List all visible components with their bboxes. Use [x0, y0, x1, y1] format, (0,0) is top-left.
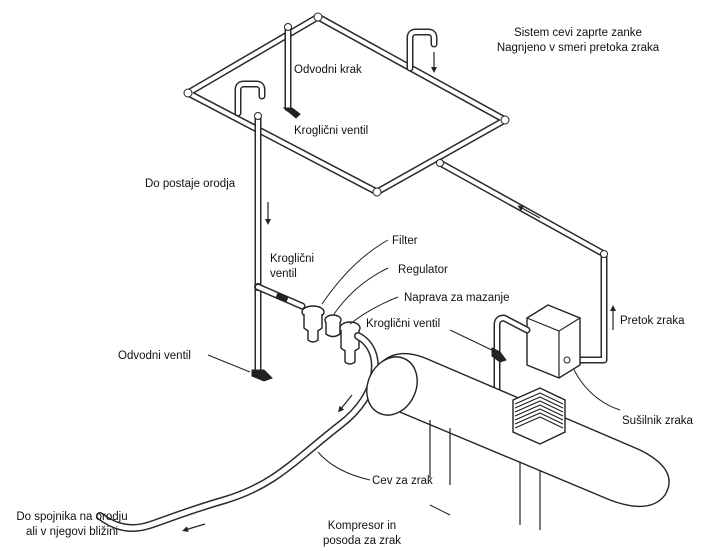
label-filter: Filter — [392, 235, 418, 247]
label-compressor-1: Kompresor in — [328, 520, 396, 532]
label-compressor-2: posoda za zrak — [323, 535, 401, 547]
label-ball-valve-tank: Kroglični ventil — [366, 318, 440, 330]
closed-loop-piping — [183, 12, 510, 197]
label-air-hose: Cev za zrak — [372, 475, 433, 487]
label-loop-line2: Nagnjeno v smeri pretoka zraka — [497, 42, 660, 54]
regulator-unit — [324, 314, 342, 338]
label-air-flow: Pretok zraka — [620, 315, 685, 327]
label-ball-valve-mid-2: ventil — [270, 268, 297, 280]
label-ball-valve-mid-1: Kroglični — [270, 253, 314, 265]
leader-lines — [207, 239, 621, 516]
frl-branch — [254, 283, 306, 310]
label-loop-line1: Sistem cevi zaprte zanke — [514, 27, 642, 39]
compressor-head — [512, 387, 566, 445]
lubricator-unit — [339, 321, 361, 365]
return-pipe — [436, 159, 616, 364]
diagram-labels: Sistem cevi zaprte zanke Nagnjeno v smer… — [16, 27, 693, 547]
filter-unit — [301, 305, 325, 343]
label-to-tool-station: Do postaje orodja — [145, 178, 236, 190]
loop-riser-right — [406, 28, 438, 73]
loop-gooseneck-left — [234, 80, 266, 117]
air-hose — [96, 332, 379, 533]
label-drain-valve: Odvodni ventil — [118, 350, 191, 362]
label-to-coupler-2: ali v njegovi bližini — [26, 526, 118, 538]
label-drop-leg: Odvodni krak — [294, 64, 362, 76]
label-ball-valve-top: Kroglični ventil — [294, 125, 368, 137]
drop-to-tool-station — [251, 112, 273, 382]
label-air-dryer: Sušilnik zraka — [622, 415, 694, 427]
label-regulator: Regulator — [398, 264, 448, 276]
label-lubricator: Naprava za mazanje — [404, 292, 509, 304]
drop-leg — [282, 23, 301, 119]
label-to-coupler-1: Do spojnika na orodju — [16, 511, 127, 523]
compressor-tank — [366, 352, 670, 530]
air-dryer-unit — [526, 304, 581, 379]
frl-unit — [301, 305, 361, 365]
